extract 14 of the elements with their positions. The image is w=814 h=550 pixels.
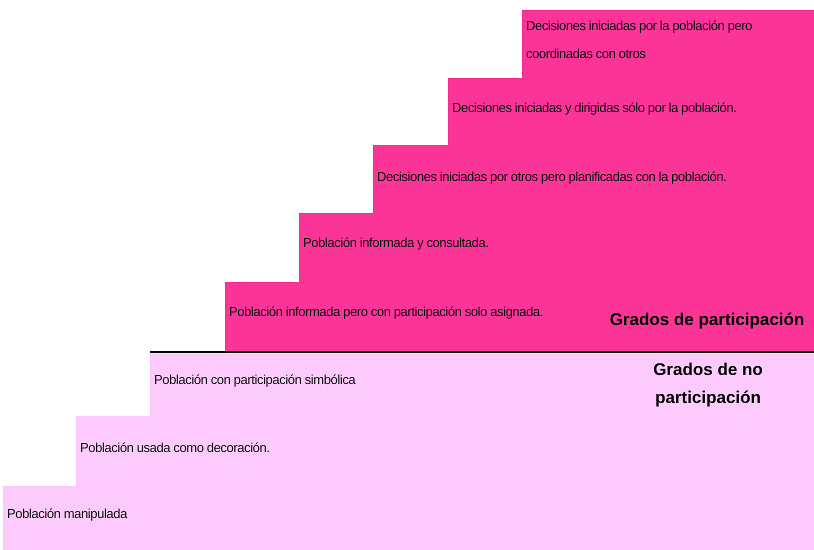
stair-step <box>225 282 814 352</box>
step-label: Decisiones iniciadas por otros pero planificadas con la población. <box>377 168 728 186</box>
stair-step <box>522 10 814 78</box>
step-label: Decisiones iniciadas por la población pero coordinadas con otros <box>526 17 754 63</box>
step-label: Población informada y consultada. <box>303 234 490 252</box>
step-label: Población con participación simbólica <box>154 371 357 389</box>
step-label: Decisiones iniciadas y dirigidas sólo por la población. <box>452 99 738 117</box>
stair-step <box>3 486 814 550</box>
step-label: Población informada pero con participación solo asignada. <box>229 303 544 321</box>
step-label: Población manipulada <box>7 505 128 523</box>
step-label: Población usada como decoración. <box>80 439 271 457</box>
stair-step <box>150 352 814 416</box>
group-heading: Grados de no participación <box>652 359 764 409</box>
group-heading: Grados de participación <box>608 309 806 331</box>
